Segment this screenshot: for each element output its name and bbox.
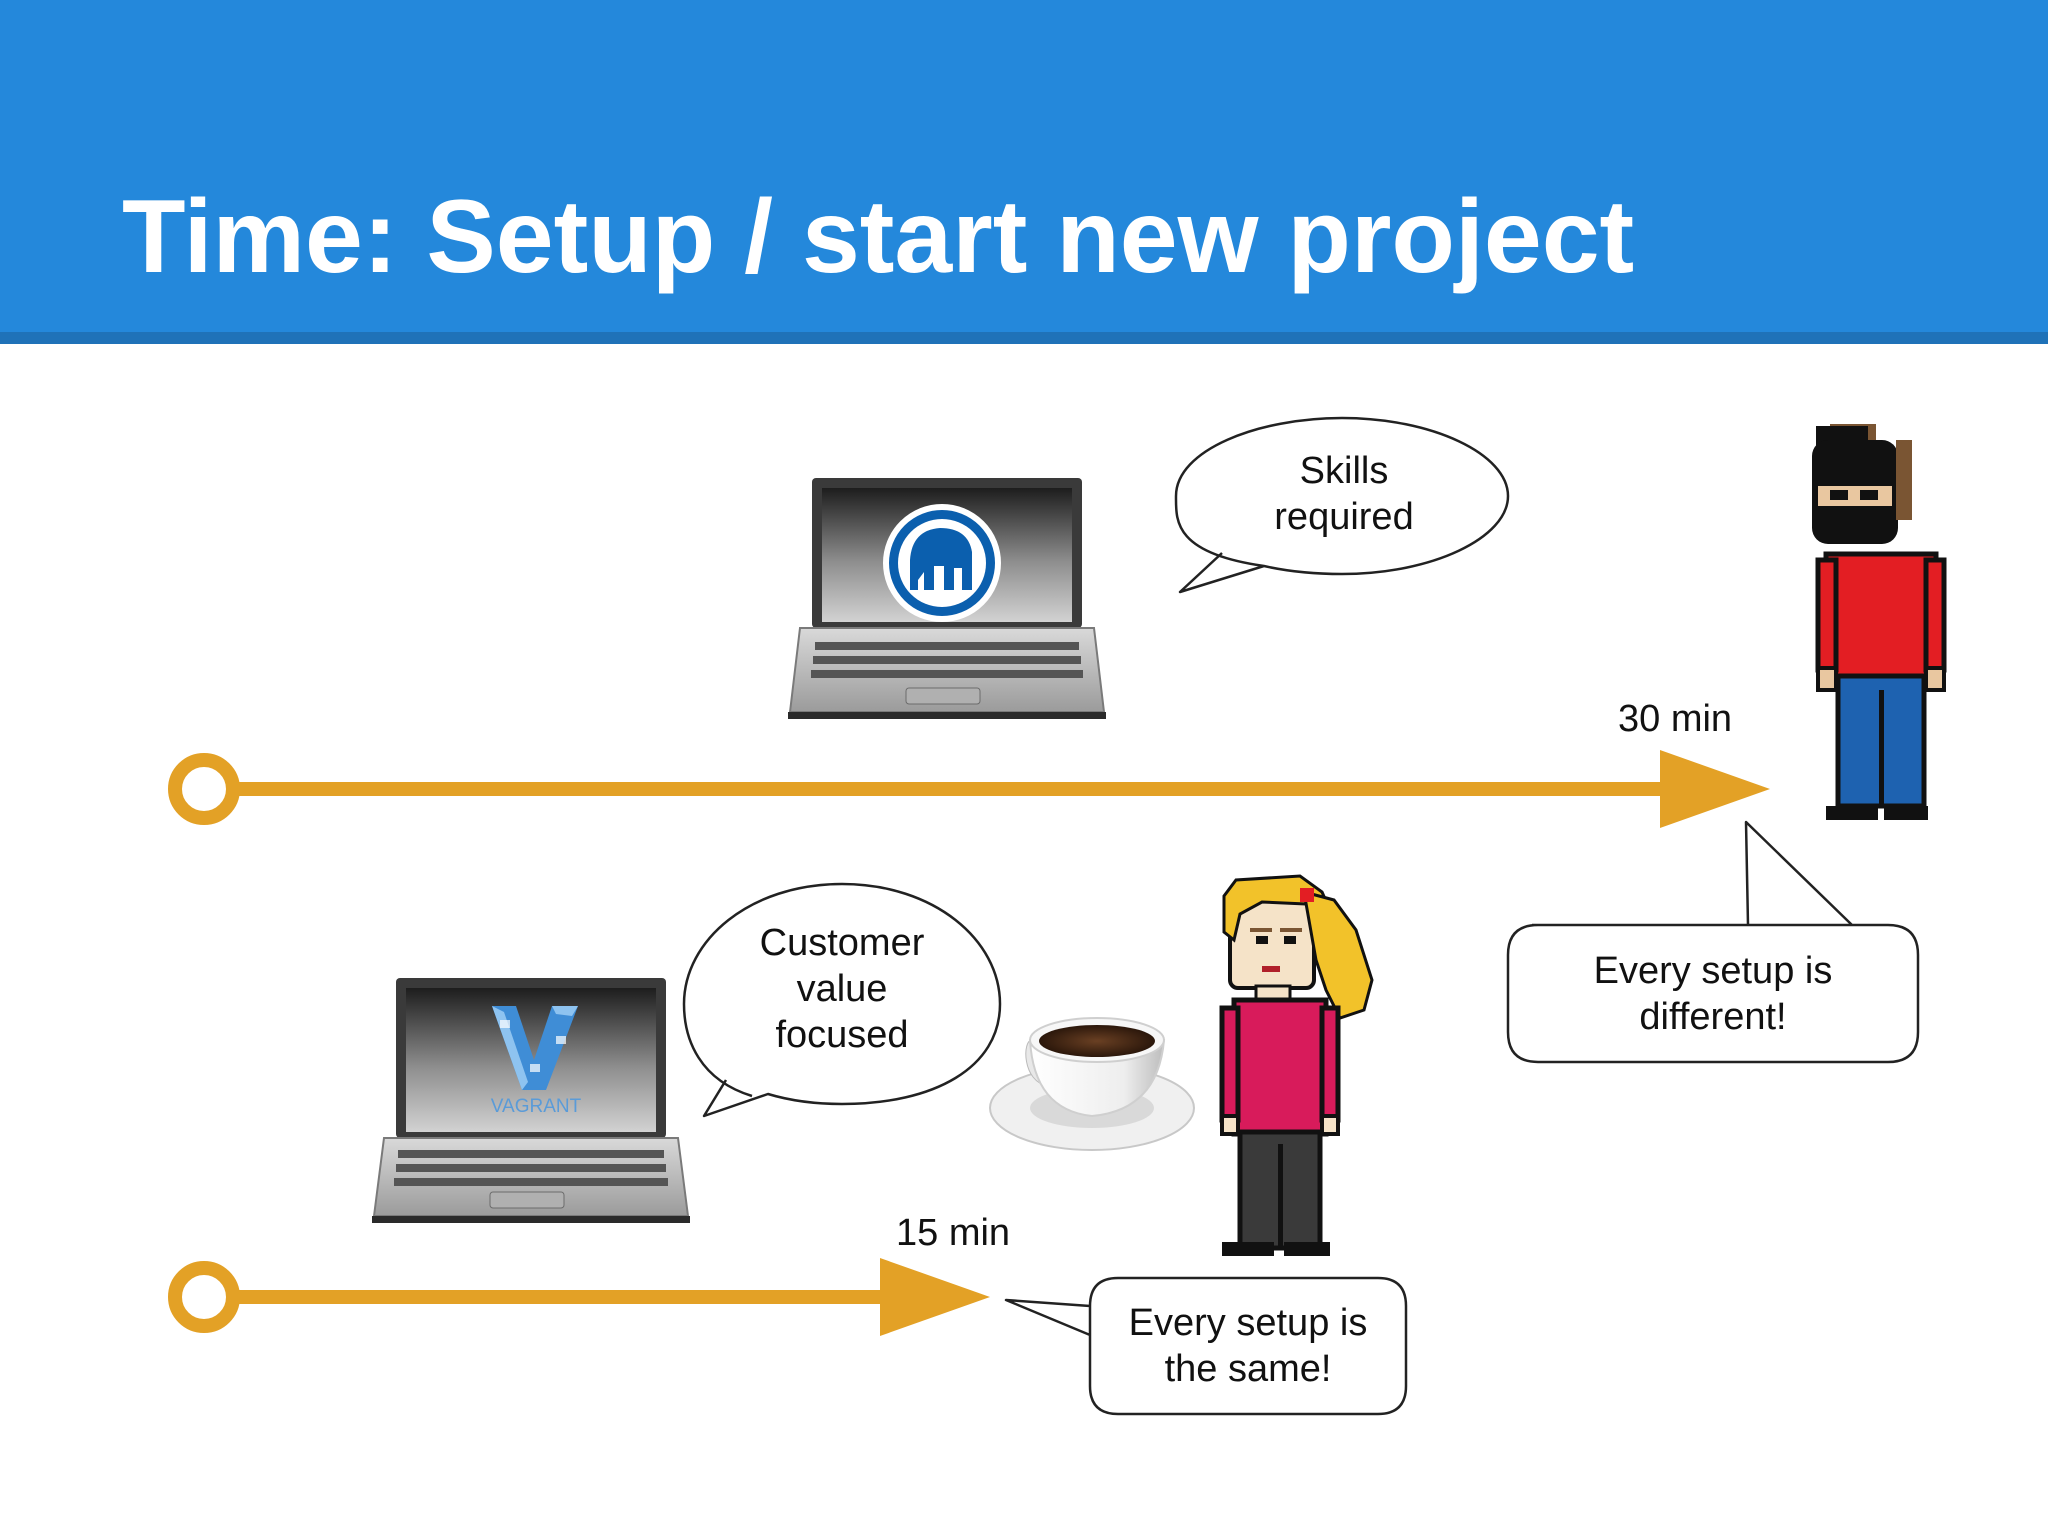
- laptop-trackpad: [489, 1191, 565, 1209]
- title-bar: [0, 0, 2048, 332]
- same-callout-text: Every setup is the same!: [1100, 1300, 1396, 1392]
- laptop-edge: [372, 1216, 690, 1223]
- customer-bubble-text: Customer value focused: [722, 920, 962, 1058]
- skills-line-2: required: [1274, 496, 1414, 538]
- same-line-2: the same!: [1164, 1348, 1332, 1390]
- skills-bubble: [1174, 416, 1510, 594]
- laptop-vagrant: VAGRANT: [372, 978, 690, 1223]
- vagrant-logo-icon: [492, 1006, 578, 1090]
- timeline-top: [168, 750, 1770, 828]
- timeline-bottom: [168, 1258, 990, 1336]
- title-bar-rule: [0, 332, 2048, 344]
- laptop-mamp: [788, 478, 1106, 719]
- coffee-cup-icon: [989, 1017, 1195, 1151]
- duration-bottom-label: 15 min: [896, 1212, 1011, 1254]
- different-callout: [1506, 820, 1920, 1064]
- blonde-developer-icon: [1219, 874, 1374, 1256]
- customer-line-1: Customer: [759, 922, 925, 964]
- ninja-developer-icon: [1812, 424, 1947, 820]
- laptop-keyboard: [394, 1150, 668, 1186]
- same-line-1: Every setup is: [1128, 1302, 1368, 1344]
- laptop-trackpad: [905, 687, 981, 705]
- skills-bubble-text: Skills required: [1226, 448, 1462, 540]
- customer-bubble: [682, 882, 1002, 1118]
- same-callout: [1004, 1276, 1408, 1416]
- vagrant-logo-text: VAGRANT: [491, 1096, 582, 1117]
- different-line-1: Every setup is: [1593, 950, 1833, 992]
- different-callout-text: Every setup is different!: [1530, 948, 1896, 1040]
- laptop-keyboard: [811, 642, 1083, 678]
- different-line-2: different!: [1639, 996, 1787, 1038]
- slide-title: Time: Setup / start new project: [122, 179, 1635, 295]
- laptop-edge: [788, 712, 1106, 719]
- customer-line-3: focused: [775, 1014, 909, 1056]
- customer-line-2: value: [796, 968, 888, 1010]
- duration-top-label: 30 min: [1618, 698, 1733, 740]
- skills-line-1: Skills: [1299, 450, 1389, 492]
- mamp-elephant-icon: [883, 504, 1001, 622]
